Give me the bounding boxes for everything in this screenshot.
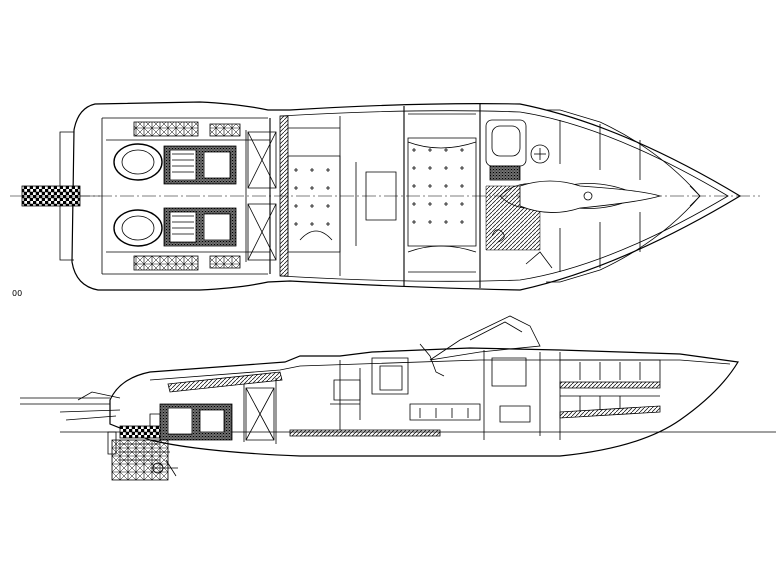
floor-dot <box>310 186 314 190</box>
floor-dot <box>460 202 464 206</box>
profile-running-gear <box>20 392 178 480</box>
profile-view <box>20 316 776 480</box>
plan-mid-cabin <box>404 104 480 288</box>
floor-dot <box>294 204 298 208</box>
plan-view <box>10 102 760 290</box>
profile-deck-hatch <box>168 372 282 392</box>
floor-dot <box>428 202 432 206</box>
floor-dot <box>294 168 298 172</box>
plan-forward-cabin <box>486 110 700 282</box>
floor-dot <box>326 204 330 208</box>
floor-dot <box>460 148 464 152</box>
floor-dot <box>310 222 314 226</box>
floor-dot <box>294 186 298 190</box>
floor-dot <box>294 222 298 226</box>
floor-dot <box>412 166 416 170</box>
floor-dot <box>412 202 416 206</box>
floor-dot <box>444 184 448 188</box>
profile-sheer-line <box>150 360 730 380</box>
floor-dot <box>444 220 448 224</box>
floor-dot <box>412 220 416 224</box>
floor-dot <box>460 220 464 224</box>
plan-hull-outline <box>72 102 740 290</box>
floor-dot <box>412 184 416 188</box>
floor-dot <box>326 186 330 190</box>
floor-dot <box>326 168 330 172</box>
floor-dot <box>444 202 448 206</box>
profile-engine-room <box>150 378 276 444</box>
floor-dot <box>460 184 464 188</box>
floor-dot <box>310 168 314 172</box>
plan-locker-top <box>134 122 198 136</box>
floor-dot <box>428 148 432 152</box>
floor-dot <box>310 204 314 208</box>
plan-floor-dots <box>294 148 464 226</box>
floor-dot <box>460 166 464 170</box>
floor-dot <box>444 166 448 170</box>
plan-engine-starboard <box>114 208 236 246</box>
floor-dot <box>326 222 330 226</box>
plan-bulkhead <box>280 116 288 276</box>
corner-label: 00 <box>12 289 22 298</box>
plan-saloon <box>288 116 396 276</box>
profile-windshield <box>430 316 540 360</box>
plan-engine-port <box>114 144 236 184</box>
floor-dot <box>428 220 432 224</box>
floor-dot <box>428 184 432 188</box>
floor-dot <box>428 166 432 170</box>
profile-interior <box>330 350 660 440</box>
plan-deck-line <box>102 111 728 282</box>
floor-dot <box>444 148 448 152</box>
profile-hull-outline <box>110 348 738 456</box>
plan-locker-bottom <box>134 256 198 270</box>
floor-dot <box>412 148 416 152</box>
